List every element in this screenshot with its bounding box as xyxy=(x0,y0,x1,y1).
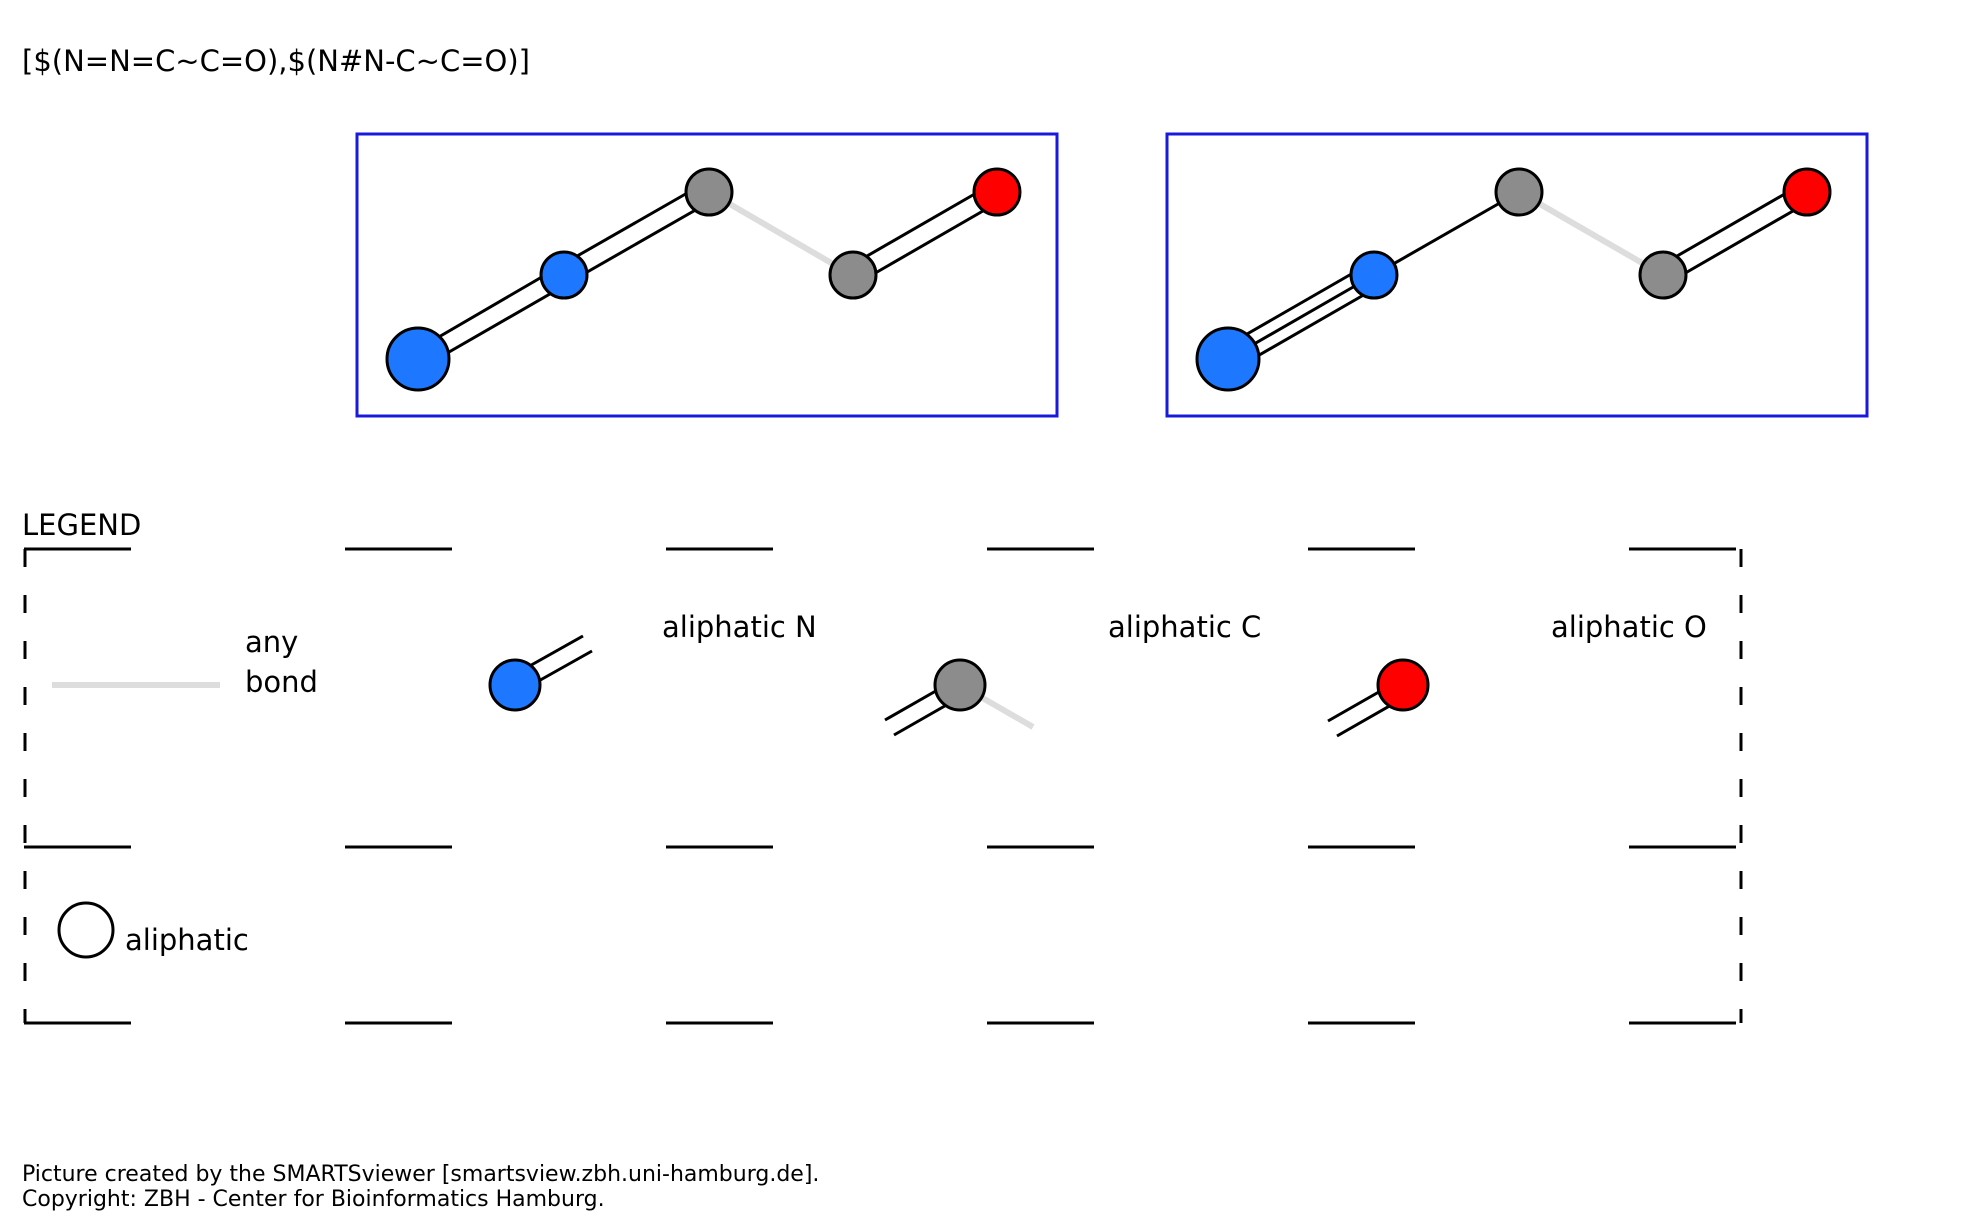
legend-aliphatic-label: aliphatic xyxy=(125,923,249,957)
pattern-2 xyxy=(1165,132,1869,418)
footer-credit: Picture created by the SMARTSviewer [sma… xyxy=(22,1162,819,1187)
atom-carbon xyxy=(828,250,878,300)
bond-double xyxy=(847,182,1003,285)
smarts-expression: [$(N=N=C~C=O),$(N#N-C~C=O)] xyxy=(22,44,530,78)
atom-carbon xyxy=(1494,167,1544,217)
pattern-1 xyxy=(355,132,1059,418)
legend-title: LEGEND xyxy=(22,508,141,542)
legend-nitrogen-atom xyxy=(488,658,542,712)
legend-any-bond-label: bond xyxy=(245,665,318,699)
legend-any-bond-label: any xyxy=(245,625,298,659)
legend-oxygen-atom xyxy=(1376,658,1430,712)
atom-nitrogen xyxy=(1349,250,1399,300)
atom-nitrogen xyxy=(539,250,589,300)
atom-nitrogen xyxy=(385,326,451,392)
atom-oxygen xyxy=(972,167,1022,217)
bond-double xyxy=(1657,182,1813,285)
atom-carbon xyxy=(1638,250,1688,300)
bond-single xyxy=(1373,190,1520,277)
legend-aliphatic-circle xyxy=(57,901,115,959)
legend-aliphatic-o-label: aliphatic O xyxy=(1551,610,1707,644)
pattern-2-box xyxy=(1165,132,1869,418)
legend-aliphatic-c-label: aliphatic C xyxy=(1108,610,1261,644)
bond-any xyxy=(1517,189,1665,278)
atom-oxygen xyxy=(1782,167,1832,217)
legend-carbon-atom xyxy=(933,658,987,712)
bond-any xyxy=(707,189,854,278)
bond-double xyxy=(557,182,714,285)
footer-copyright: Copyright: ZBH - Center for Bioinformati… xyxy=(22,1187,605,1212)
atom-nitrogen xyxy=(1195,326,1261,392)
pattern-1-box xyxy=(355,132,1059,418)
legend-frame xyxy=(23,547,1743,1025)
atom-carbon xyxy=(684,167,734,217)
legend-aliphatic-n-label: aliphatic N xyxy=(662,610,817,644)
